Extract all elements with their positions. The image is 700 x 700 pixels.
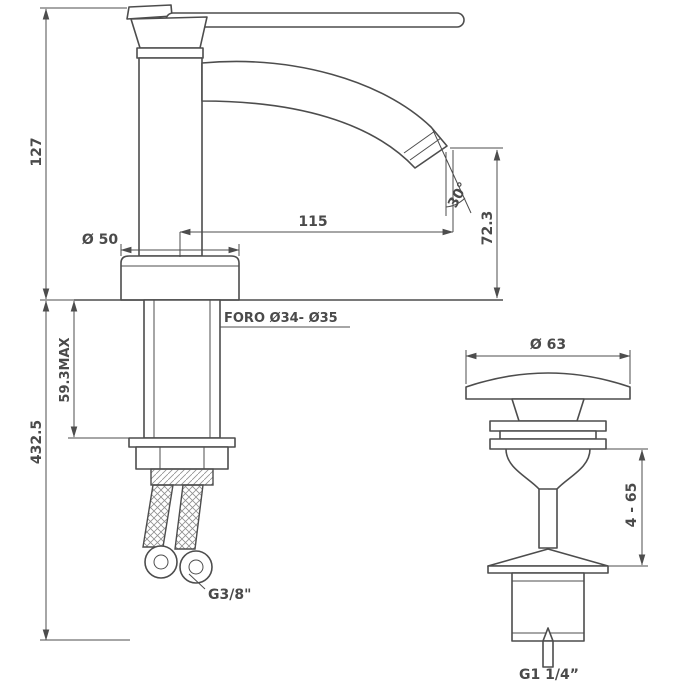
lever-pivot [130,16,208,49]
nut-facet-lines [159,447,205,469]
waste-stem [538,488,558,549]
waste-pin [542,640,554,668]
waste-lower-body [511,572,585,642]
dim-label-deck-thickness: 59.3MAX [58,337,73,402]
popup-waste-outline [465,372,631,668]
faucet-outline [74,4,503,584]
dim-label-height-above-deck: 127 [29,137,45,166]
dim-label-cap-diameter: Ø 63 [530,337,566,353]
dim-label-spout-reach: 115 [298,214,327,230]
waste-taper-left [505,448,540,490]
waste-flange-cone [487,548,609,567]
supply-hose-left [142,484,174,548]
dim-label-adjust-range: 4 - 65 [624,483,640,528]
waste-cap [465,372,631,400]
threaded-adapter [150,468,214,486]
popup-waste-dimensions: Ø 63 4 - 65 G1 1/4” [465,337,648,683]
note-supply-thread: G3/8" [208,587,251,603]
angle-arc [445,197,466,208]
waste-flange-rim [487,565,609,574]
tailpiece [143,299,221,439]
mounting-nut [135,446,229,470]
tailpiece-thread-lines [153,300,211,438]
mounting-washer [128,437,236,448]
faucet-dimensions: 127 432.5 59.3MAX Ø 50 115 30° [29,7,503,641]
waste-taper-right [556,448,591,490]
waste-seat-ribs [489,420,607,450]
supply-hose-right [174,484,204,550]
waste-neck [511,398,585,422]
dim-label-base-diameter: Ø 50 [82,232,119,248]
hose-end-fittings [144,545,213,584]
lever-bar [165,12,465,28]
base-flange [120,255,240,301]
dim-label-total-height: 432.5 [29,420,45,464]
dim-label-outlet-height: 72.3 [480,211,496,246]
faucet-spout [201,60,448,169]
cartridge-collar [136,47,204,59]
note-mounting-hole: FORO Ø34- Ø35 [224,311,338,326]
note-drain-thread: G1 1/4” [519,667,579,683]
leader-line-g38 [188,573,206,590]
lever-cap [126,4,173,20]
faucet-body [138,57,203,257]
aerator-lines [403,130,442,161]
